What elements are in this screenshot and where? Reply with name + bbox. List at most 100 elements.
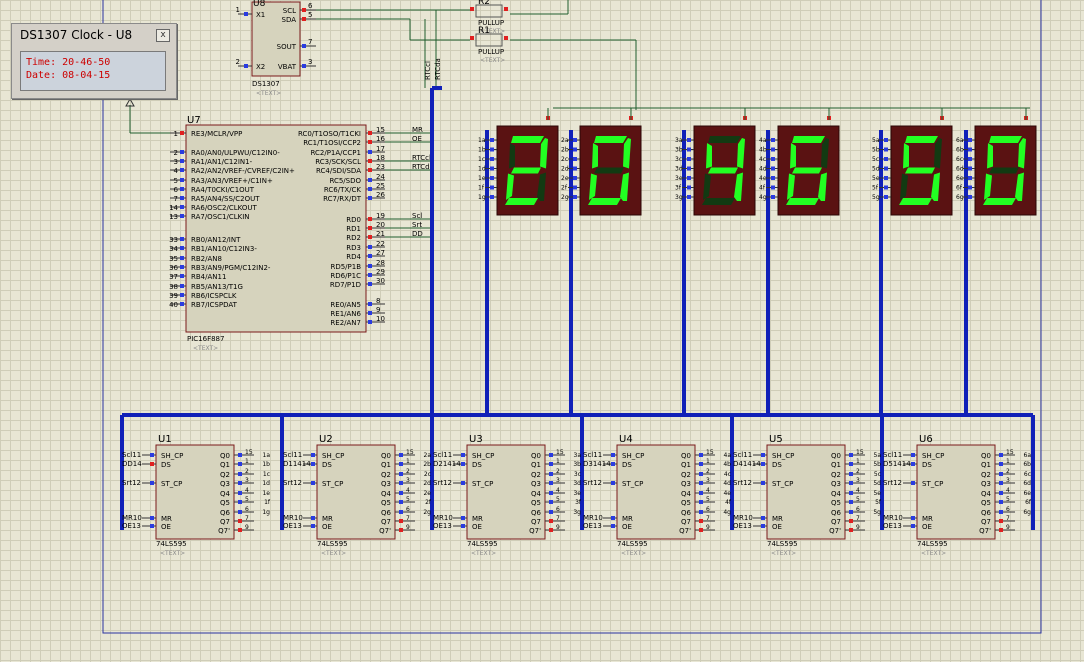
pin-marker[interactable] bbox=[911, 453, 915, 457]
pin-marker[interactable] bbox=[368, 226, 372, 230]
pin-marker[interactable] bbox=[849, 528, 853, 532]
pin-marker[interactable] bbox=[368, 245, 372, 249]
pin-marker[interactable] bbox=[687, 157, 691, 161]
pin-marker[interactable] bbox=[999, 481, 1003, 485]
pin-marker[interactable] bbox=[368, 150, 372, 154]
pin-marker[interactable] bbox=[884, 185, 888, 190]
pin-marker[interactable] bbox=[761, 516, 765, 520]
pin-marker[interactable] bbox=[549, 491, 553, 495]
pin-marker[interactable] bbox=[884, 176, 888, 180]
pin-marker[interactable] bbox=[687, 166, 691, 171]
pin-marker[interactable] bbox=[368, 187, 372, 191]
pin-marker[interactable] bbox=[549, 500, 553, 504]
pin-marker[interactable] bbox=[699, 453, 703, 457]
pin-marker[interactable] bbox=[771, 195, 775, 199]
pin-marker[interactable] bbox=[771, 185, 775, 190]
pin-marker[interactable] bbox=[150, 462, 154, 466]
pin-marker[interactable] bbox=[180, 214, 184, 218]
pin-marker[interactable] bbox=[238, 528, 242, 532]
shift-register-body[interactable] bbox=[616, 444, 696, 540]
pin-marker[interactable] bbox=[490, 147, 494, 152]
pin-marker[interactable] bbox=[573, 176, 577, 180]
pin-marker[interactable] bbox=[611, 516, 615, 520]
pin-marker[interactable] bbox=[302, 8, 306, 12]
pin-marker[interactable] bbox=[311, 524, 315, 528]
pin-marker[interactable] bbox=[504, 7, 508, 11]
pin-marker[interactable] bbox=[968, 166, 972, 171]
pin-marker[interactable] bbox=[573, 147, 577, 152]
pin-marker[interactable] bbox=[368, 273, 372, 277]
pin-marker[interactable] bbox=[999, 528, 1003, 532]
pullup-resistor-body[interactable] bbox=[475, 4, 503, 18]
pin-marker[interactable] bbox=[461, 453, 465, 457]
pin-marker[interactable] bbox=[771, 176, 775, 180]
pin-marker[interactable] bbox=[311, 462, 315, 466]
pin-marker[interactable] bbox=[549, 472, 553, 476]
pin-marker[interactable] bbox=[180, 187, 184, 191]
pin-marker[interactable] bbox=[549, 528, 553, 532]
pin-marker[interactable] bbox=[399, 519, 403, 523]
pin-marker[interactable] bbox=[368, 131, 372, 135]
pin-marker[interactable] bbox=[238, 519, 242, 523]
pin-marker[interactable] bbox=[180, 265, 184, 269]
pin-marker[interactable] bbox=[302, 17, 306, 21]
pin-marker[interactable] bbox=[699, 462, 703, 466]
pin-marker[interactable] bbox=[761, 524, 765, 528]
pin-marker[interactable] bbox=[504, 36, 508, 40]
pin-marker[interactable] bbox=[699, 472, 703, 476]
pin-marker[interactable] bbox=[470, 36, 474, 40]
pin-marker[interactable] bbox=[884, 166, 888, 171]
pin-marker[interactable] bbox=[884, 195, 888, 199]
pin-marker[interactable] bbox=[968, 176, 972, 180]
pin-marker[interactable] bbox=[150, 453, 154, 457]
pin-marker[interactable] bbox=[399, 481, 403, 485]
pin-marker[interactable] bbox=[573, 166, 577, 171]
pin-marker[interactable] bbox=[244, 12, 248, 16]
pin-marker[interactable] bbox=[699, 510, 703, 514]
pin-marker[interactable] bbox=[968, 138, 972, 142]
shift-register-body[interactable] bbox=[766, 444, 846, 540]
pin-marker[interactable] bbox=[849, 472, 853, 476]
pin-marker[interactable] bbox=[999, 453, 1003, 457]
pin-marker[interactable] bbox=[573, 185, 577, 190]
pin-marker[interactable] bbox=[180, 274, 184, 278]
pin-marker[interactable] bbox=[968, 195, 972, 199]
pin-marker[interactable] bbox=[490, 176, 494, 180]
pin-marker[interactable] bbox=[573, 195, 577, 199]
pin-marker[interactable] bbox=[368, 178, 372, 182]
shift-register-body[interactable] bbox=[155, 444, 235, 540]
pin-marker[interactable] bbox=[999, 510, 1003, 514]
pin-marker[interactable] bbox=[399, 491, 403, 495]
pin-marker[interactable] bbox=[549, 453, 553, 457]
shift-register-body[interactable] bbox=[916, 444, 996, 540]
pin-marker[interactable] bbox=[699, 519, 703, 523]
pin-marker[interactable] bbox=[238, 481, 242, 485]
pin-marker[interactable] bbox=[399, 528, 403, 532]
pin-marker[interactable] bbox=[368, 235, 372, 239]
pin-marker[interactable] bbox=[368, 311, 372, 315]
pin-marker[interactable] bbox=[180, 237, 184, 241]
pin-marker[interactable] bbox=[999, 519, 1003, 523]
pin-marker[interactable] bbox=[761, 453, 765, 457]
pin-marker[interactable] bbox=[687, 195, 691, 199]
pin-marker[interactable] bbox=[302, 64, 306, 68]
pin-marker[interactable] bbox=[549, 462, 553, 466]
pin-marker[interactable] bbox=[611, 462, 615, 466]
pin-marker[interactable] bbox=[968, 157, 972, 161]
pin-marker[interactable] bbox=[368, 254, 372, 258]
pin-marker[interactable] bbox=[699, 500, 703, 504]
pin-marker[interactable] bbox=[573, 157, 577, 161]
pin-marker[interactable] bbox=[911, 516, 915, 520]
pin-marker[interactable] bbox=[244, 64, 248, 68]
pin-marker[interactable] bbox=[490, 166, 494, 171]
pin-marker[interactable] bbox=[549, 510, 553, 514]
pin-marker[interactable] bbox=[368, 282, 372, 286]
pin-marker[interactable] bbox=[849, 491, 853, 495]
pin-marker[interactable] bbox=[687, 138, 691, 142]
pin-marker[interactable] bbox=[687, 147, 691, 152]
close-icon[interactable]: x bbox=[156, 29, 170, 42]
pin-marker[interactable] bbox=[549, 481, 553, 485]
pin-marker[interactable] bbox=[884, 157, 888, 161]
pin-marker[interactable] bbox=[490, 185, 494, 190]
pin-marker[interactable] bbox=[968, 185, 972, 190]
